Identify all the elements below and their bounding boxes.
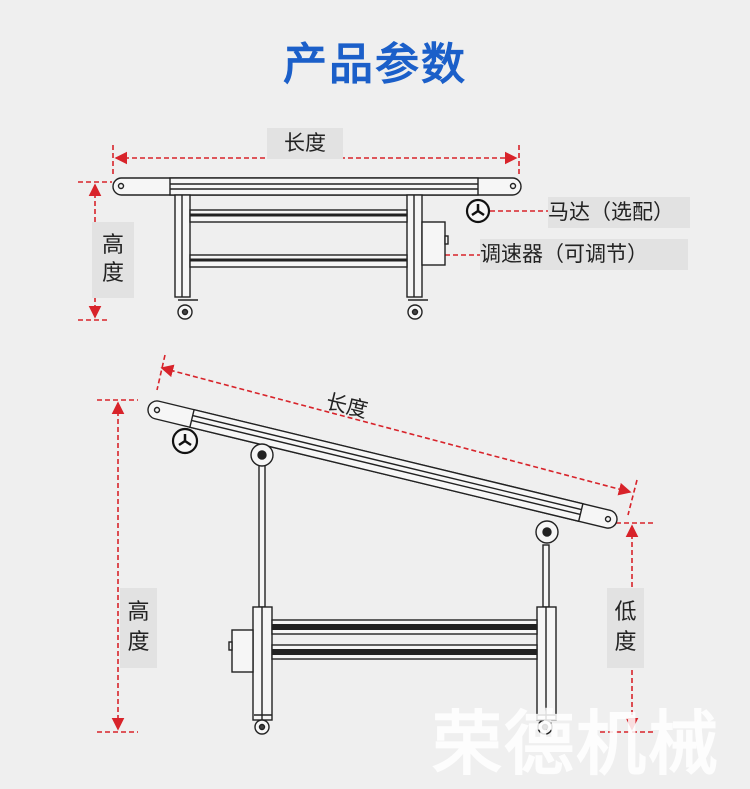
motor-icon bbox=[465, 198, 491, 224]
low-label: 低度 bbox=[607, 588, 644, 668]
length-label: 长度 bbox=[267, 128, 343, 159]
inclined-conveyor bbox=[147, 400, 618, 735]
low-label-text: 低度 bbox=[614, 600, 637, 655]
dimension-lines bbox=[78, 145, 655, 733]
speed-controller-label: 调速器（可调节） bbox=[480, 239, 688, 270]
motor-label: 马达（选配） bbox=[548, 197, 690, 228]
flat-conveyor bbox=[112, 177, 522, 320]
height-label-text: 高度 bbox=[102, 233, 125, 286]
high-label: 高度 bbox=[120, 588, 157, 668]
height-label: 高度 bbox=[92, 222, 134, 298]
page-title: 产品参数 bbox=[283, 39, 467, 90]
watermark: 荣德机械 bbox=[432, 703, 720, 785]
motor-icon bbox=[171, 427, 199, 455]
high-label-text: 高度 bbox=[127, 600, 150, 655]
